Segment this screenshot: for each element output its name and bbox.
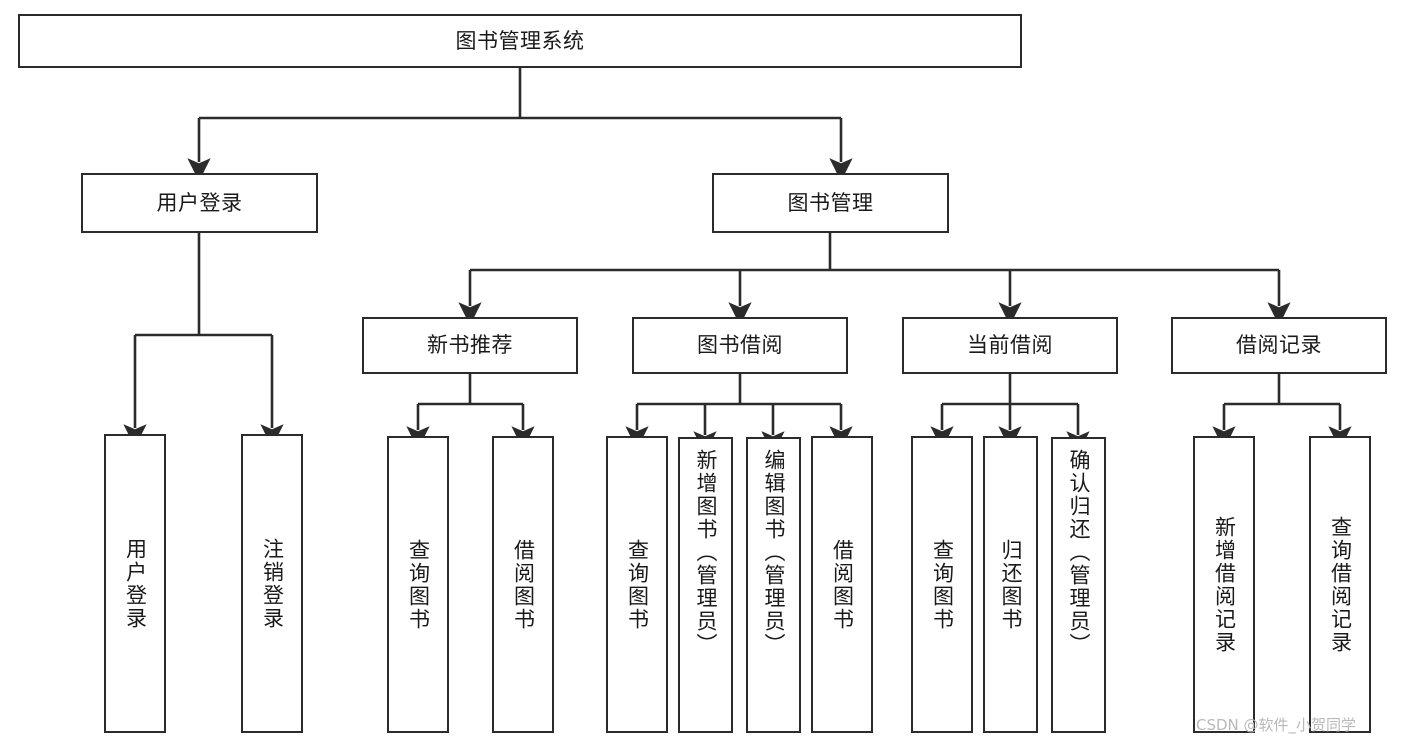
node-user-login-label: 用户登录 xyxy=(156,190,243,215)
node-user-login[interactable]: 用户登录 xyxy=(81,173,318,233)
node-current-borrow-label: 当前借阅 xyxy=(967,333,1053,358)
node-leaf-edit-book-admin-label: 编辑图书（管理员） xyxy=(762,449,786,656)
node-leaf-borrow-book-2[interactable]: 借阅图书 xyxy=(811,436,873,733)
node-borrow-record-label: 借阅记录 xyxy=(1236,333,1322,358)
node-leaf-query-borrow-record-label: 查询借阅记录 xyxy=(1328,515,1353,654)
node-leaf-borrow-book-2-label: 借阅图书 xyxy=(830,538,855,631)
node-leaf-return-book[interactable]: 归还图书 xyxy=(983,436,1038,733)
node-leaf-add-book-admin-label: 新增图书（管理员） xyxy=(694,449,718,656)
node-leaf-query-book-1[interactable]: 查询图书 xyxy=(387,436,449,733)
node-book-borrow[interactable]: 图书借阅 xyxy=(632,317,848,374)
node-leaf-query-book-2-label: 查询图书 xyxy=(625,538,650,631)
node-root[interactable]: 图书管理系统 xyxy=(18,14,1022,68)
node-current-borrow[interactable]: 当前借阅 xyxy=(902,317,1118,374)
node-root-label: 图书管理系统 xyxy=(455,28,585,53)
node-leaf-query-borrow-record[interactable]: 查询借阅记录 xyxy=(1309,436,1371,733)
node-leaf-borrow-book-1[interactable]: 借阅图书 xyxy=(492,436,554,733)
node-leaf-confirm-return-admin[interactable]: 确认归还（管理员） xyxy=(1051,437,1106,733)
node-leaf-logout-login[interactable]: 注销登录 xyxy=(241,434,303,733)
node-new-book-rec[interactable]: 新书推荐 xyxy=(362,317,578,374)
node-leaf-user-login-label: 用户登录 xyxy=(123,537,148,630)
node-leaf-logout-login-label: 注销登录 xyxy=(260,537,285,630)
node-book-manage-label: 图书管理 xyxy=(787,190,874,215)
node-leaf-query-book-1-label: 查询图书 xyxy=(406,538,431,631)
node-leaf-add-book-admin[interactable]: 新增图书（管理员） xyxy=(678,437,733,733)
node-book-borrow-label: 图书借阅 xyxy=(697,333,783,358)
node-new-book-rec-label: 新书推荐 xyxy=(427,333,513,358)
node-leaf-confirm-return-admin-label: 确认归还（管理员） xyxy=(1067,449,1091,656)
node-leaf-add-borrow-record-label: 新增借阅记录 xyxy=(1212,515,1237,654)
node-leaf-query-book-3-label: 查询图书 xyxy=(930,538,955,631)
node-leaf-query-book-2[interactable]: 查询图书 xyxy=(606,436,668,733)
node-leaf-return-book-label: 归还图书 xyxy=(999,538,1023,631)
node-leaf-query-book-3[interactable]: 查询图书 xyxy=(911,436,973,733)
node-book-manage[interactable]: 图书管理 xyxy=(712,173,949,233)
node-borrow-record[interactable]: 借阅记录 xyxy=(1171,317,1387,374)
node-leaf-add-borrow-record[interactable]: 新增借阅记录 xyxy=(1193,436,1255,733)
watermark-text: CSDN @软件_小贺同学 xyxy=(1196,716,1357,734)
node-leaf-user-login[interactable]: 用户登录 xyxy=(104,434,166,733)
node-leaf-edit-book-admin[interactable]: 编辑图书（管理员） xyxy=(746,437,801,733)
node-leaf-borrow-book-1-label: 借阅图书 xyxy=(511,538,536,631)
